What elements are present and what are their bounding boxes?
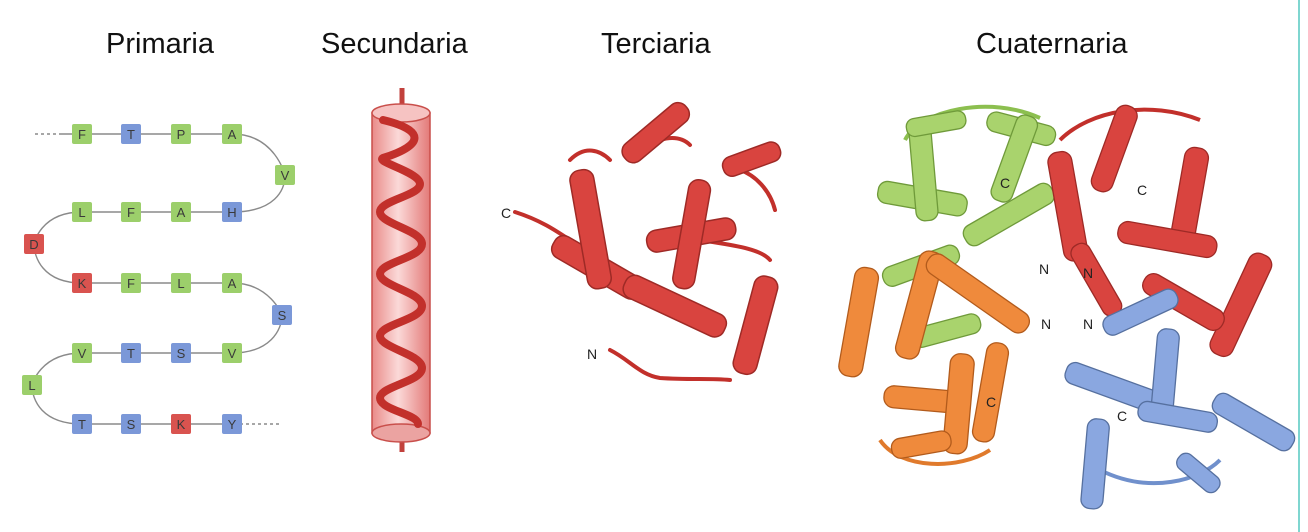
residue-letter: D — [29, 237, 38, 252]
subunit-red — [1046, 102, 1275, 359]
primary-backbone — [32, 134, 285, 424]
residue: L — [22, 375, 42, 395]
quat-n-label-2: N — [1083, 265, 1093, 281]
quat-n-label-4: N — [1083, 316, 1093, 332]
residue-letter: L — [28, 378, 35, 393]
residue: Y — [222, 414, 242, 434]
residue-letter: T — [127, 346, 135, 361]
residue-letter: T — [127, 127, 135, 142]
residue: F — [121, 273, 141, 293]
residue-letter: Y — [228, 417, 237, 432]
tertiary-n-terminus-label: N — [587, 346, 597, 362]
tertiary-c-terminus-label: C — [501, 205, 511, 221]
residue-letter: F — [78, 127, 86, 142]
residue: L — [171, 273, 191, 293]
quat-c-label-1: C — [1000, 175, 1010, 191]
residue-letter: L — [78, 205, 85, 220]
residue: T — [121, 343, 141, 363]
subunit-blue — [1062, 286, 1297, 509]
residue-letter: S — [127, 417, 136, 432]
residue: K — [72, 273, 92, 293]
residue-letter: F — [127, 276, 135, 291]
residue-letter: A — [228, 276, 237, 291]
residue: A — [222, 273, 242, 293]
residue-letter: V — [78, 346, 87, 361]
residue: S — [121, 414, 141, 434]
residue-letter: H — [227, 205, 236, 220]
quat-n-label-3: N — [1041, 316, 1051, 332]
residue: V — [72, 343, 92, 363]
quaternary-structure — [837, 102, 1298, 509]
residue: L — [72, 202, 92, 222]
residue-letter: F — [127, 205, 135, 220]
residue-letter: K — [177, 417, 186, 432]
residue-letter: V — [228, 346, 237, 361]
secondary-helix — [372, 88, 430, 452]
residue: S — [272, 305, 292, 325]
residue: A — [171, 202, 191, 222]
residue-letter: P — [177, 127, 186, 142]
residue-letter: S — [177, 346, 186, 361]
subunit-orange — [837, 249, 1033, 464]
residue: K — [171, 414, 191, 434]
residue: A — [222, 124, 242, 144]
residue: V — [222, 343, 242, 363]
quat-n-label-1: N — [1039, 261, 1049, 277]
quat-c-label-3: C — [986, 394, 996, 410]
primary-structure: F T P A V L F A H D K F L A S V T S V L T S K Y — [22, 124, 295, 434]
residue: H — [222, 202, 242, 222]
subunit-green — [876, 107, 1057, 350]
residue-letter: A — [228, 127, 237, 142]
residue-letter: V — [281, 168, 290, 183]
quat-c-label-2: C — [1137, 182, 1147, 198]
residue: F — [121, 202, 141, 222]
residue: T — [121, 124, 141, 144]
residue: P — [171, 124, 191, 144]
residue: V — [275, 165, 295, 185]
residue-letter: K — [78, 276, 87, 291]
residue-letter: T — [78, 417, 86, 432]
residue: S — [171, 343, 191, 363]
residue: D — [24, 234, 44, 254]
residue: F — [72, 124, 92, 144]
residue-letter: S — [278, 308, 287, 323]
quat-c-label-4: C — [1117, 408, 1127, 424]
residue-letter: L — [177, 276, 184, 291]
residue-letter: A — [177, 205, 186, 220]
residue: T — [72, 414, 92, 434]
